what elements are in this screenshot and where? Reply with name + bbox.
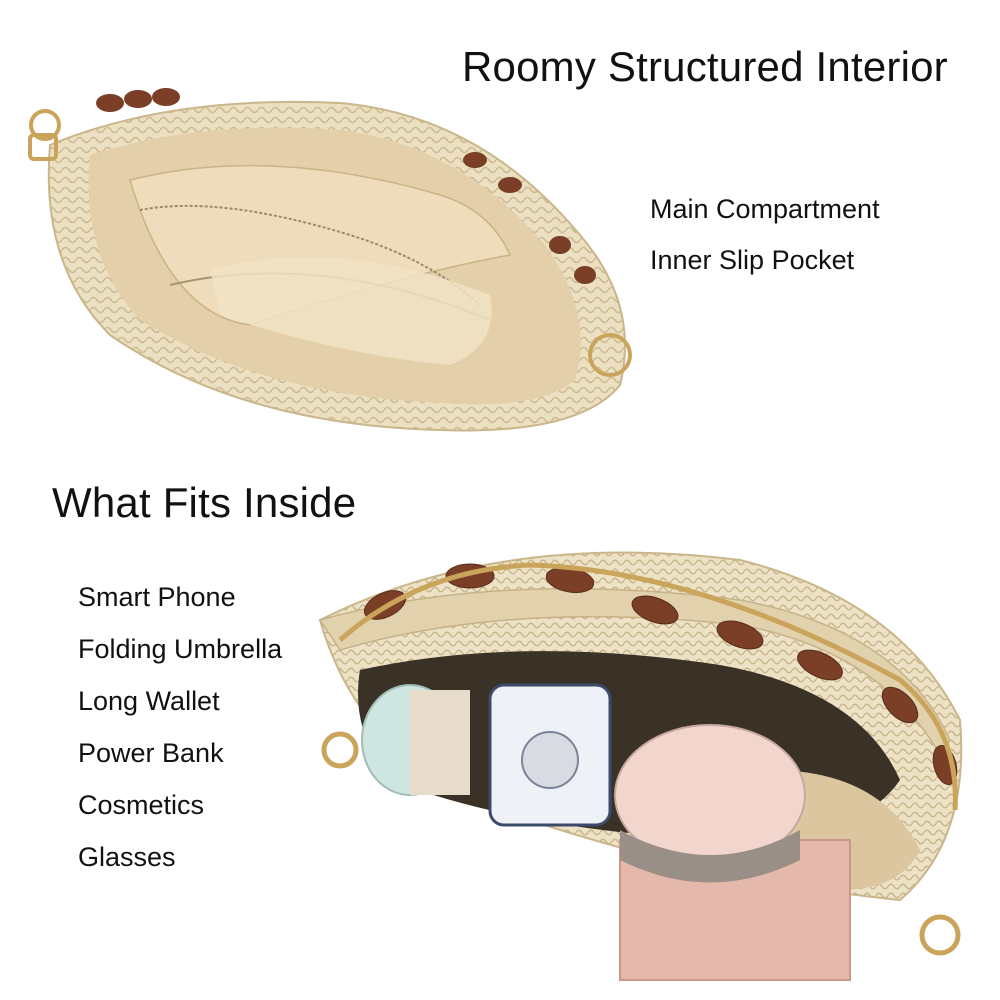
interior-feature-list: Main Compartment Inner Slip Pocket [650, 196, 880, 298]
interior-heading: Roomy Structured Interior [462, 43, 948, 90]
bag-interior-photo [28, 88, 632, 432]
item-cosmetics: Cosmetics [78, 790, 205, 820]
item-folding-umbrella: Folding Umbrella [78, 634, 283, 664]
item-power-bank: Power Bank [78, 738, 224, 768]
contents-heading: What Fits Inside [52, 479, 357, 526]
feature-main-compartment: Main Compartment [650, 194, 880, 224]
contents-item-list: Smart Phone Folding Umbrella Long Wallet… [78, 584, 282, 896]
bag-contents-photo [318, 551, 963, 981]
item-smart-phone: Smart Phone [78, 582, 236, 612]
item-glasses: Glasses [78, 842, 176, 872]
item-long-wallet: Long Wallet [78, 686, 220, 716]
feature-inner-slip-pocket: Inner Slip Pocket [650, 245, 855, 275]
